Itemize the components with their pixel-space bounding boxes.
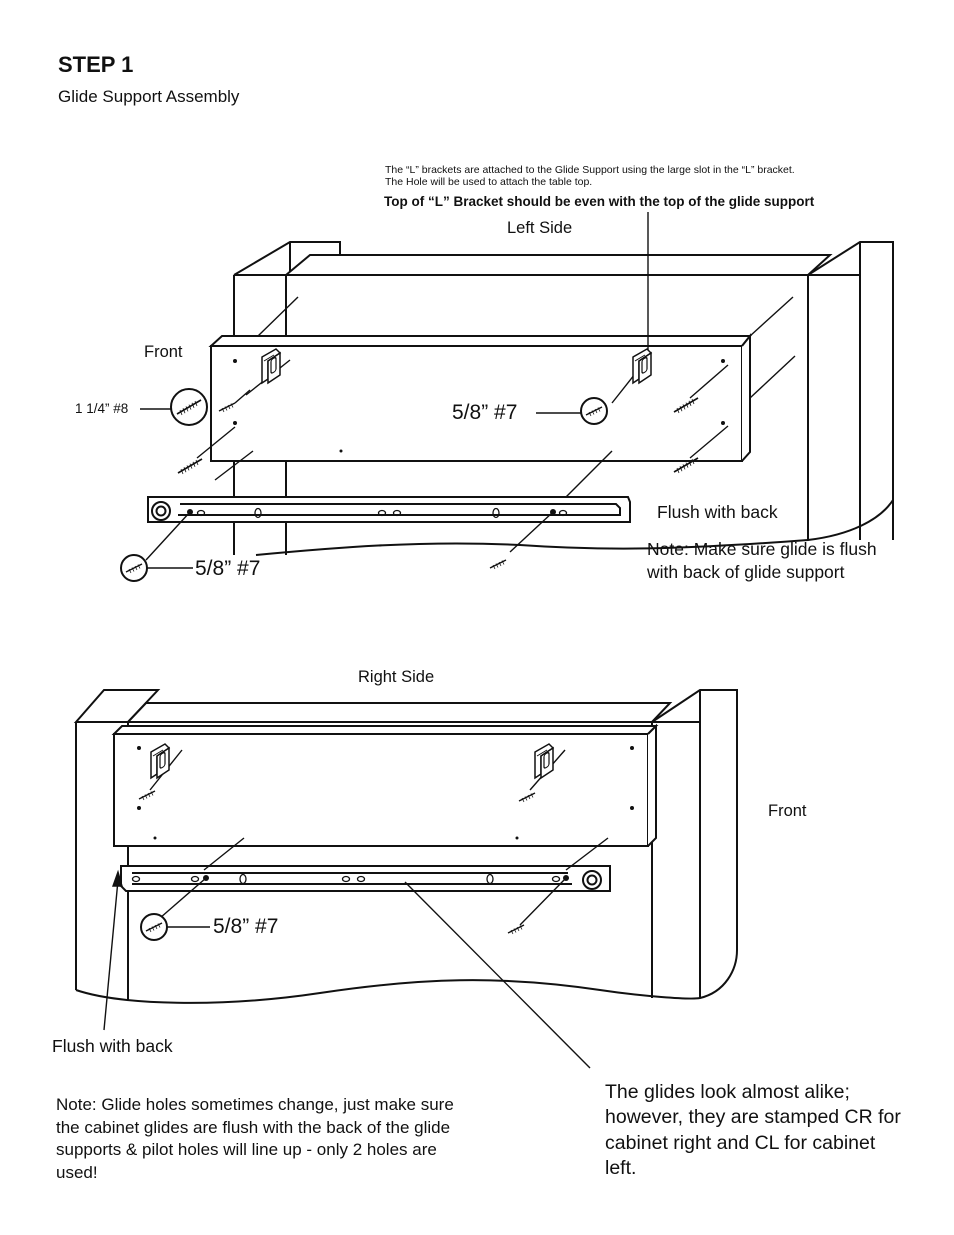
front-label-top: Front (144, 343, 183, 361)
instruction-bold: Top of “L” Bracket should be even with t… (384, 194, 815, 209)
front-label-bottom: Front (768, 802, 807, 820)
screw-icon (507, 924, 525, 935)
screw-bottom-label: 5/8” #7 (213, 915, 279, 938)
note-left: Note: Glide holes sometimes change, just… (56, 1095, 454, 1182)
instruction-line-2: The Hole will be used to attach the tabl… (385, 176, 593, 188)
left-side-label: Left Side (507, 219, 573, 237)
screw-glide-label: 5/8” #7 (195, 557, 261, 580)
page-title: STEP 1 (58, 52, 134, 77)
right-side-assembly (73, 689, 738, 1004)
note-top-line-2: with back of glide support (647, 562, 845, 582)
note-right: The glides look almost alike; however, t… (605, 1081, 901, 1180)
left-side-assembly (147, 241, 894, 556)
instruction-line-1: The “L” brackets are attached to the Gli… (385, 164, 795, 176)
screw-icon (489, 559, 507, 570)
screw-mid-label: 5/8” #7 (452, 401, 518, 424)
note-top-line-1: Note: Make sure glide is flush (647, 539, 877, 559)
flush-label-bottom: Flush with back (52, 1036, 173, 1056)
screw-long-label: 1 1/4” #8 (75, 401, 129, 416)
right-side-label: Right Side (358, 668, 435, 686)
screw-icon (177, 458, 203, 475)
flush-label-top: Flush with back (657, 502, 778, 522)
page-subtitle: Glide Support Assembly (58, 87, 240, 106)
